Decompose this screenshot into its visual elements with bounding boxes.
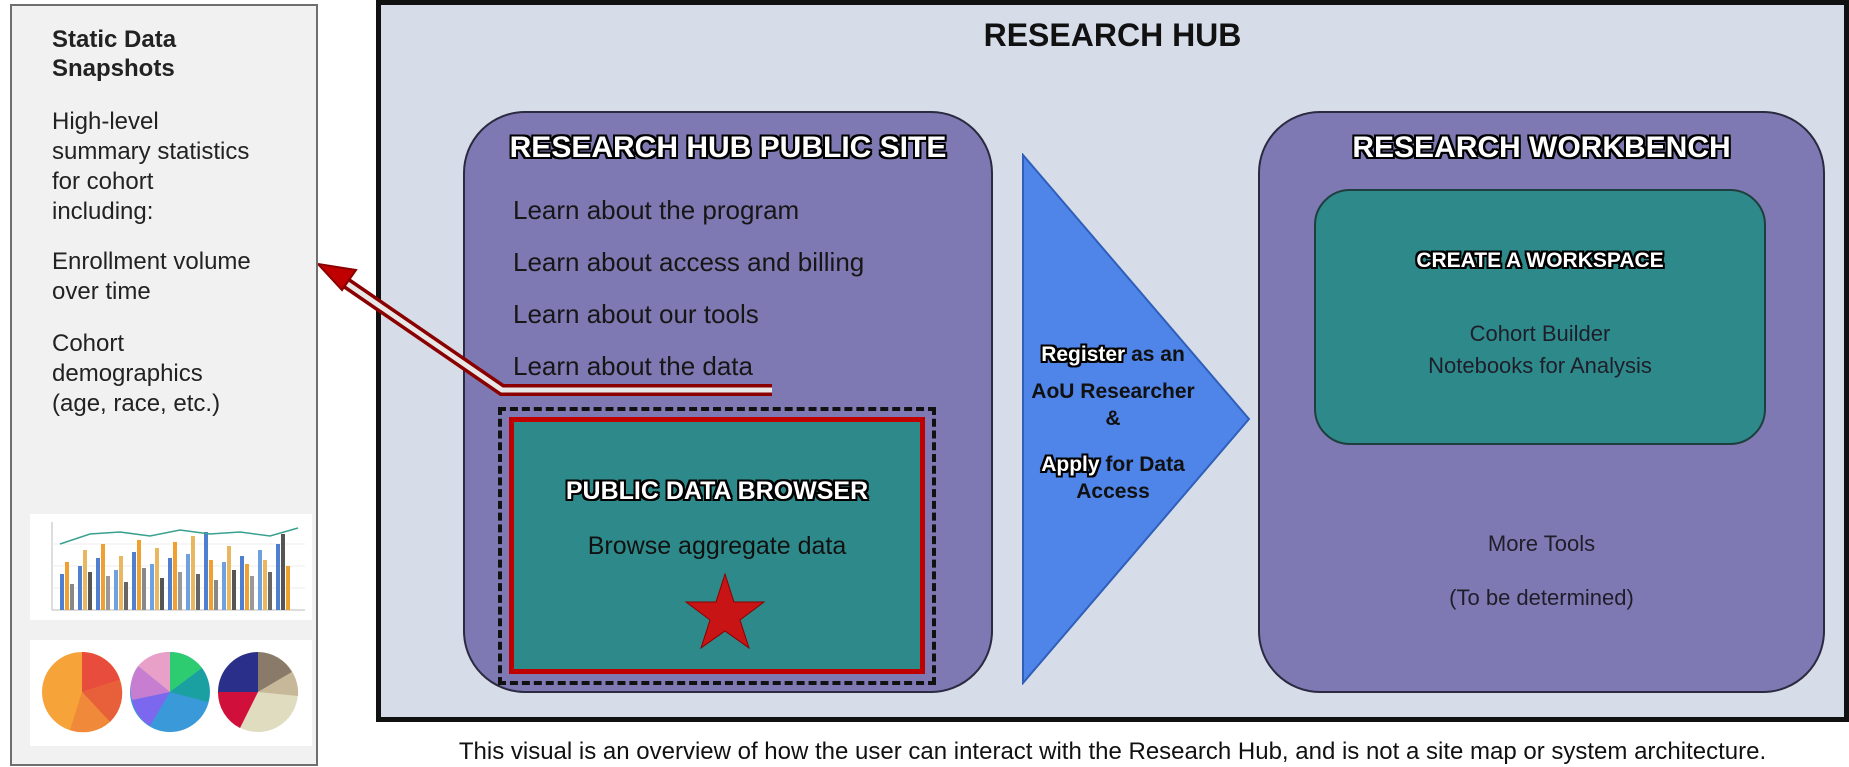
create-workspace-box[interactable]: CREATE A WORKSPACE Cohort Builder Notebo… [1314, 189, 1766, 445]
aou-researcher-line: AoU Researcher [1031, 380, 1195, 403]
research-hub-frame: RESEARCH HUB RESEARCH HUB PUBLIC SITE Le… [376, 0, 1849, 722]
snapshots-title-line1: Static Data [52, 26, 177, 53]
research-workbench-title: RESEARCH WORKBENCH [1352, 131, 1731, 164]
snapshots-title-line2: Snapshots [52, 55, 175, 82]
learn-tools-link[interactable]: Learn about our tools [513, 299, 759, 329]
register-arrow-shape [1022, 153, 1251, 685]
cohort-builder-label: Cohort Builder [1469, 321, 1611, 346]
diagram-caption: This visual is an overview of how the us… [458, 738, 1767, 765]
register-line: Register as an [993, 343, 1233, 367]
public-data-browser[interactable]: PUBLIC DATA BROWSER Browse aggregate dat… [509, 417, 925, 674]
demographics-line: Cohort [52, 330, 125, 357]
apply-rest: for Data [1099, 453, 1185, 476]
apply-word: Apply [1041, 453, 1100, 476]
ampersand-line: & [1105, 407, 1121, 430]
learn-access-billing-link[interactable]: Learn about access and billing [513, 247, 865, 277]
public-data-browser-highlight [498, 407, 936, 685]
research-hub-title: RESEARCH HUB [983, 17, 1242, 53]
create-workspace-title: CREATE A WORKSPACE [1416, 249, 1664, 272]
register-word: Register [1041, 343, 1126, 366]
learn-program-link[interactable]: Learn about the program [513, 195, 800, 225]
demographics-line: (age, race, etc.) [52, 390, 221, 417]
connector-arrow [318, 262, 772, 396]
snapshots-desc-line: High-level [52, 108, 159, 135]
notebooks-label: Notebooks for Analysis [1428, 353, 1652, 378]
pie-charts-thumbnail [30, 640, 312, 746]
more-tools-label: More Tools [1487, 531, 1596, 556]
enrollment-line: Enrollment volume [52, 248, 251, 275]
enrollment-line: over time [52, 278, 151, 305]
static-data-snapshots-panel: Static Data Snapshots High-level summary… [10, 4, 318, 766]
public-data-browser-title: PUBLIC DATA BROWSER [565, 477, 869, 505]
bar-chart-thumbnail [30, 514, 312, 620]
star-icon [684, 572, 766, 650]
research-workbench-panel: RESEARCH WORKBENCH CREATE A WORKSPACE Co… [1258, 111, 1825, 693]
browse-aggregate-data-label: Browse aggregate data [587, 532, 847, 560]
demographics-line: demographics [52, 360, 203, 387]
learn-data-link[interactable]: Learn about the data [513, 351, 753, 381]
apply-line: Apply for Data [993, 453, 1233, 477]
access-line: Access [1076, 480, 1150, 503]
register-rest: as an [1125, 343, 1185, 366]
snapshots-desc-line: summary statistics [52, 138, 250, 165]
snapshots-desc-line: including: [52, 198, 154, 225]
more-tools-note: (To be determined) [1449, 585, 1634, 610]
public-site-title: RESEARCH HUB PUBLIC SITE [509, 131, 947, 164]
snapshots-desc-line: for cohort [52, 168, 154, 195]
